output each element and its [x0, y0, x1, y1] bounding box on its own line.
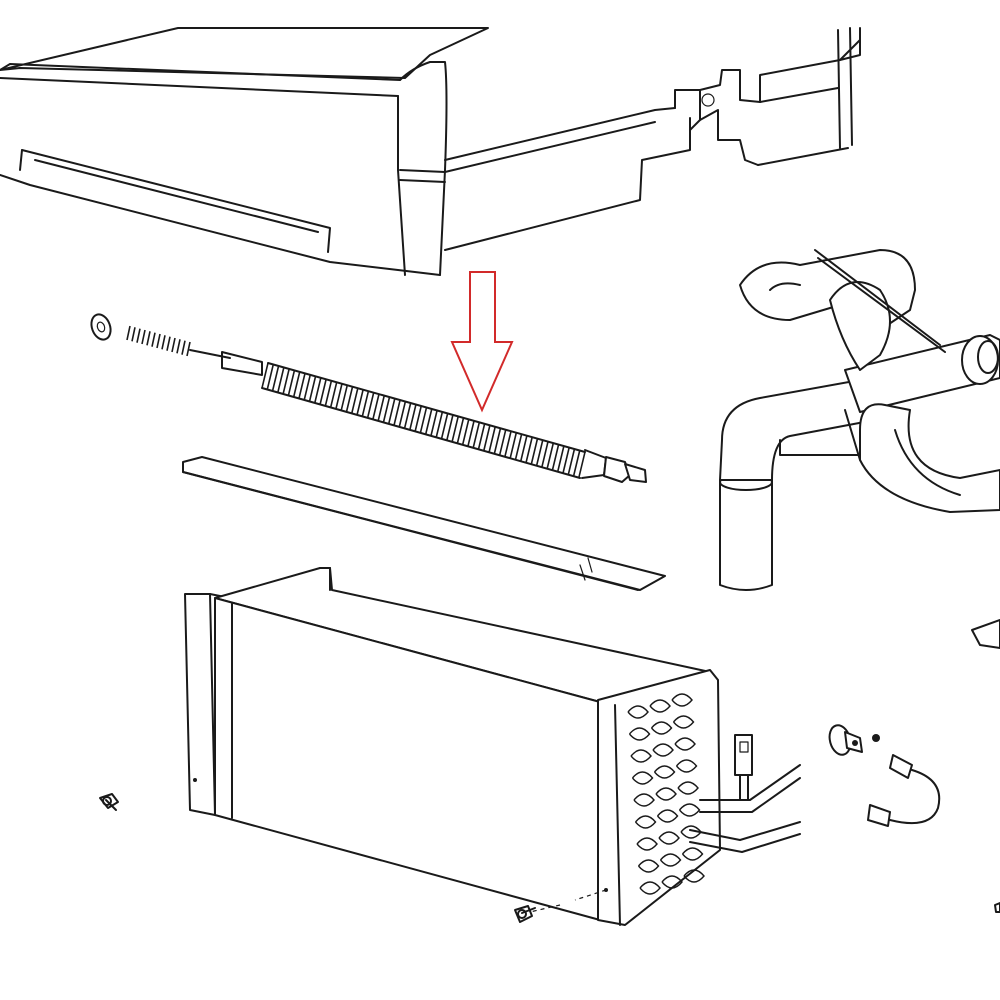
small-nut: [994, 902, 1000, 913]
coil-heater-icon: [261, 362, 586, 478]
heater-element: [90, 313, 647, 483]
screw-bottom: [514, 905, 536, 923]
highlight-arrow-icon: [450, 271, 514, 413]
spring-icon: [126, 325, 191, 357]
washer-icon: [90, 313, 112, 341]
upper-housing: [0, 27, 861, 276]
screw-icon: [102, 796, 112, 806]
insulation-strip: [182, 456, 666, 591]
thermostat-sensor: [828, 724, 880, 756]
wire-harness: [867, 754, 941, 827]
evaporator-coil: [184, 567, 801, 926]
coil-tubes: [627, 693, 705, 895]
screw-icon: [517, 909, 527, 919]
drain-hose-assembly: [719, 249, 1000, 649]
screw-left: [99, 793, 119, 811]
